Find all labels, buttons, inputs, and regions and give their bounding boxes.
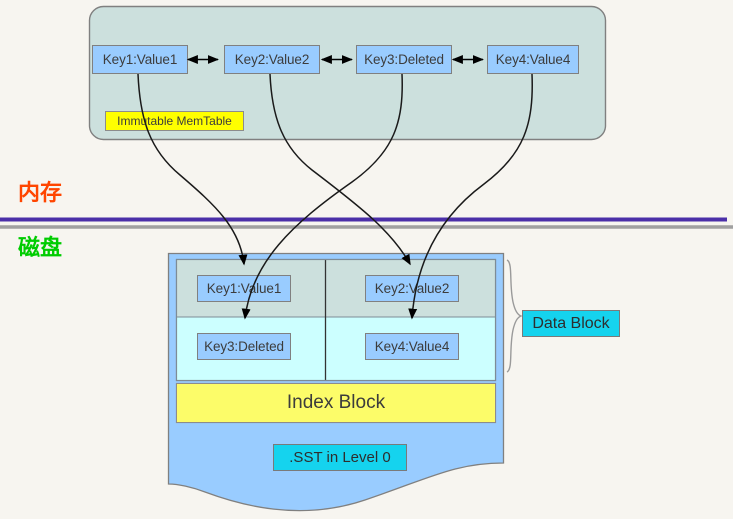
data-block-cell-key4[interactable]: Key4:Value4 [365, 333, 459, 360]
immutable-memtable-tag[interactable]: Immutable MemTable [105, 111, 244, 131]
index-block-label[interactable]: Index Block [176, 383, 496, 423]
data-block-cell-key1[interactable]: Key1:Value1 [197, 275, 291, 302]
data-block-cell-key2[interactable]: Key2:Value2 [365, 275, 459, 302]
right-curly-brace-icon [506, 259, 524, 373]
sst-level0-tag[interactable]: .SST in Level 0 [273, 444, 407, 471]
memtable-node-key3[interactable]: Key3:Deleted [356, 45, 452, 74]
disk-section-label: 磁盘 [18, 236, 63, 261]
memtable-node-key4[interactable]: Key4:Value4 [487, 45, 579, 74]
data-block-tag[interactable]: Data Block [522, 310, 620, 337]
memtable-node-key1[interactable]: Key1:Value1 [92, 45, 188, 74]
memtable-node-key2[interactable]: Key2:Value2 [224, 45, 320, 74]
memory-section-label: 内存 [18, 181, 63, 206]
data-block-cell-key3[interactable]: Key3:Deleted [197, 333, 291, 360]
